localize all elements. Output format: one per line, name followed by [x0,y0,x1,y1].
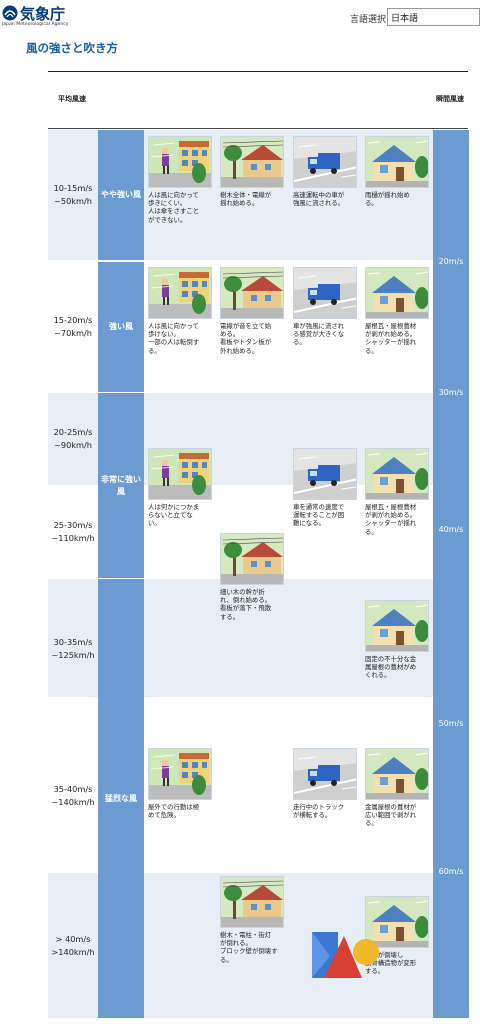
speed-ms: 35-40m/s [53,784,93,794]
speed-cell-row-5: 30-35m/s ~125km/h [48,579,98,719]
jma-logo-icon[interactable] [2,5,18,21]
wind-effect-item: 樹木・電柱・街灯 が倒れる。 ブロック壁が倒壊す る。 [220,876,288,964]
effect-caption: 人は何かにつかま らないと立てな い。 [148,503,200,528]
wind-effect-item: 車が強風に流され る感覚が大きくな る。 [293,267,361,347]
effect-caption: 雨樋が揺れ始め る。 [365,191,410,208]
wind-effect-item: 走行中のトラック が横転する。 [293,748,361,819]
effect-caption: 住家が倒壊し 鉄骨構造物が変形 する。 [365,951,417,976]
overlay-badge-icon[interactable] [310,928,380,983]
tree-illustration [220,533,284,585]
effect-caption: 車を通常の速度で 運転することが困 難になる。 [293,503,345,528]
wind-effect-item: 金属屋根の葺材が 広い範囲で剥がれ る。 [365,748,433,828]
gust-label: 50m/s [438,719,464,728]
speed-ms: 25-30m/s [53,520,93,530]
page-title: 風の強さと吹き方 [26,41,118,55]
truck-illustration [293,448,357,500]
speed-kmh: ~110km/h [51,533,95,543]
person-illustration [148,267,212,319]
wind-effect-item: 住家が倒壊し 鉄骨構造物が変形 する。 [365,896,433,976]
speed-kmh: >140km/h [51,946,95,957]
wind-effect-item: 電線が音を立て始 める。 看板やトタン板が 外れ始める。 [220,267,288,355]
speed-kmh: ~50km/h [54,196,92,206]
column-header-average: 平均風速 [58,95,86,103]
person-illustration [148,748,212,800]
truck-illustration [293,748,357,800]
wind-name-very-strong: 非常に強い風 [98,393,144,578]
effect-caption: 走行中のトラック が横転する。 [293,803,345,820]
effect-caption: 樹木全体・電線が 揺れ始める。 [220,191,272,208]
wind-effect-item: 人は何かにつかま らないと立てな い。 [148,448,216,528]
wind-effect-item: 高速運転中の車が 強風に流される。 [293,136,361,207]
wind-effect-item: 人は風に向かって 歩けない。 一部の人は転倒す る。 [148,267,216,355]
speed-kmh: ~140km/h [51,797,95,807]
speed-cell-row-2: 15-20m/s ~70km/h [48,262,98,392]
top-divider [48,71,468,72]
house-illustration [365,448,429,500]
wind-effect-item: 屋外での行動は極 めて危険。 [148,748,216,819]
gust-label: 30m/s [438,388,464,397]
language-label: 言語選択 [350,15,387,25]
speed-ms: 15-20m/s [53,315,93,325]
speed-ms: 30-35m/s [53,637,93,647]
speed-ms: 10-15m/s [53,183,93,193]
effect-caption: 金属屋根の葺材が 広い範囲で剥がれ る。 [365,803,417,828]
speed-kmh: ~70km/h [54,328,92,338]
wind-name-strong: 強い風 [98,262,144,392]
effect-caption: 細い木の幹が折 れ、倒れ始める。 看板が落下・飛散 する。 [220,588,272,621]
gust-label: 40m/s [438,525,464,534]
gust-label: 60m/s [438,867,464,876]
speed-ms: > 40m/s [55,933,91,944]
effect-caption: 屋外での行動は極 めて危険。 [148,803,200,820]
speed-cell-row-6: 35-40m/s ~140km/h [48,720,98,872]
speed-cell-row-4: 25-30m/s ~110km/h [48,486,98,578]
gust-speed-bar [433,130,469,1018]
wind-effect-item: 細い木の幹が折 れ、倒れ始める。 看板が落下・飛散 する。 [220,533,288,621]
wind-name-moderately-strong: やや強い風 [98,130,144,260]
speed-kmh: ~90km/h [54,440,92,450]
wind-effect-item: 車を通常の速度で 運転することが困 難になる。 [293,448,361,528]
language-select[interactable]: 日本語 [387,8,480,26]
wind-name-violent: 猛烈な風 [98,579,144,1018]
speed-kmh: ~125km/h [51,650,95,660]
tree-illustration [220,876,284,928]
wind-effect-item: 人は風に向かって 歩きにくい。 人は傘をさすこと ができない。 [148,136,216,224]
wind-effect-item: 屋根瓦・屋根葺材 が剥がれ始める。 シャッターが揺れ る。 [365,448,433,536]
wind-effect-item: 屋根瓦・屋根葺材 が剥がれ始める。 シャッターが揺れ る。 [365,267,433,355]
effect-caption: 屋根瓦・屋根葺材 が剥がれ始める。 シャッターが揺れ る。 [365,322,417,355]
effect-caption: 固定の不十分な金 属屋根の葺材がめ くれる。 [365,655,417,680]
truck-illustration [293,267,357,319]
header-divider [48,128,468,129]
house-illustration [365,600,429,652]
house-illustration [365,136,429,188]
effect-caption: 電線が音を立て始 める。 看板やトタン板が 外れ始める。 [220,322,272,355]
wind-effect-item: 雨樋が揺れ始め る。 [365,136,433,207]
truck-illustration [293,136,357,188]
site-header: 気象庁 Japan Meteorological Agency 言語選択 日本語 [0,0,480,30]
logo-text[interactable]: 気象庁 [20,5,66,23]
speed-cell-row-3: 20-25m/s ~90km/h [48,393,98,485]
speed-ms: 20-25m/s [53,427,93,437]
logo-subtitle: Japan Meteorological Agency [2,22,69,27]
speed-cell-row-1: 10-15m/s ~50km/h [48,130,98,260]
wind-effect-item: 固定の不十分な金 属屋根の葺材がめ くれる。 [365,600,433,680]
gust-label: 20m/s [438,257,464,266]
house-illustration [365,267,429,319]
column-header-gust: 瞬間風速 [436,95,464,103]
effect-caption: 人は風に向かって 歩けない。 一部の人は転倒す る。 [148,322,200,355]
person-illustration [148,136,212,188]
effect-caption: 屋根瓦・屋根葺材 が剥がれ始める。 シャッターが揺れ る。 [365,503,417,536]
house-illustration [365,748,429,800]
effect-caption: 樹木・電柱・街灯 が倒れる。 ブロック壁が倒壊す る。 [220,931,278,964]
effect-caption: 高速運転中の車が 強風に流される。 [293,191,345,208]
wind-effect-item: 樹木全体・電線が 揺れ始める。 [220,136,288,207]
speed-cell-row-7: > 40m/s >140km/h [48,873,98,1018]
person-illustration [148,448,212,500]
effect-caption: 車が強風に流され る感覚が大きくな る。 [293,322,345,347]
tree-illustration [220,136,284,188]
effect-caption: 人は風に向かって 歩きにくい。 人は傘をさすこと ができない。 [148,191,200,224]
house-illustration [365,896,429,948]
tree-illustration [220,267,284,319]
